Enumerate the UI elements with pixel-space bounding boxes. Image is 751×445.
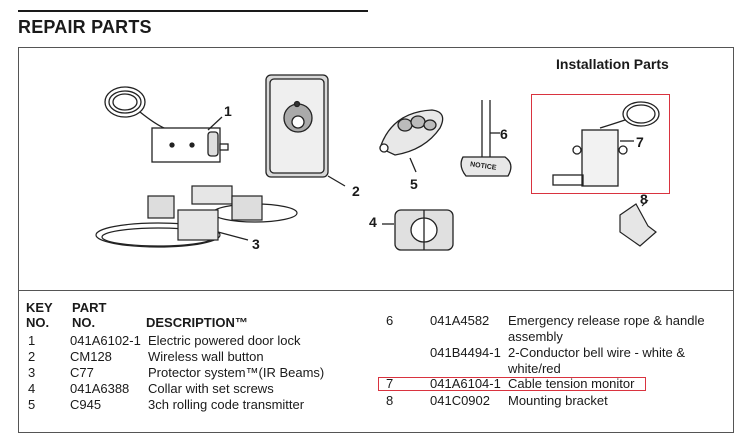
part-no: 041B4494-1 [430, 345, 501, 360]
callout-8: 8 [640, 191, 648, 207]
key-no: 5 [28, 397, 36, 412]
key-no: 1 [28, 333, 36, 348]
part-no: 041A6104-1 [430, 376, 501, 391]
part-no: C77 [70, 365, 94, 380]
description: Electric powered door lock [148, 333, 301, 348]
cable-tension-monitor-drawing [552, 101, 660, 187]
description: Protector system™(IR Beams) [148, 365, 325, 380]
part-no: CM128 [70, 349, 112, 364]
callout-3: 3 [252, 236, 260, 252]
ir-beams-drawing [95, 185, 298, 248]
description: Collar with set screws [148, 381, 274, 396]
description: Wireless wall button [148, 349, 264, 364]
part-no: 041C0902 [430, 393, 490, 408]
key-no: 8 [386, 393, 394, 408]
description: 2-Conductor bell wire - white & [508, 345, 686, 360]
part-no: 041A6388 [70, 381, 130, 396]
installation-parts-label: Installation Parts [556, 56, 669, 72]
transmitter-drawing [379, 109, 444, 173]
key-no: 6 [386, 313, 394, 328]
description: Cable tension monitor [508, 376, 635, 391]
key-no: 2 [28, 349, 36, 364]
key-no: 7 [386, 376, 394, 391]
part-no: 041A6102-1 [70, 333, 141, 348]
cable-tension-monitor-row-highlight [378, 377, 646, 391]
key-no: 4 [28, 381, 36, 396]
repair-parts-panel [18, 47, 734, 433]
description-header: DESCRIPTION™ [146, 315, 248, 330]
description: 3ch rolling code transmitter [148, 397, 305, 412]
part-no: C945 [70, 397, 102, 412]
part-no: 041A4582 [430, 313, 490, 328]
mounting-bracket-drawing [619, 199, 657, 247]
release-handle-drawing [460, 100, 512, 177]
callout-4: 4 [369, 214, 377, 230]
key-header-line2: NO. [26, 315, 50, 330]
key-header-line1: KEY [26, 300, 53, 315]
callout-6: 6 [500, 126, 508, 142]
description: Mounting bracket [508, 393, 608, 408]
callout-1: 1 [224, 103, 232, 119]
collar-drawing [382, 209, 454, 251]
callout-5: 5 [410, 176, 418, 192]
part-header-line1: PART [72, 300, 107, 315]
page-title: REPAIR PARTS [18, 17, 152, 37]
wall-button-drawing [265, 74, 346, 187]
panel-divider [18, 290, 734, 291]
part-header-line2: NO. [72, 315, 96, 330]
description-continued: assembly [508, 329, 563, 344]
description-continued: white/red [508, 361, 561, 376]
callout-7: 7 [636, 134, 644, 150]
door-lock-drawing [104, 86, 229, 163]
key-no: 3 [28, 365, 36, 380]
cable-tension-monitor-highlight [531, 94, 670, 194]
description: Emergency release rope & handle [508, 313, 705, 328]
heading-rule [18, 10, 368, 12]
callout-2: 2 [352, 183, 360, 199]
